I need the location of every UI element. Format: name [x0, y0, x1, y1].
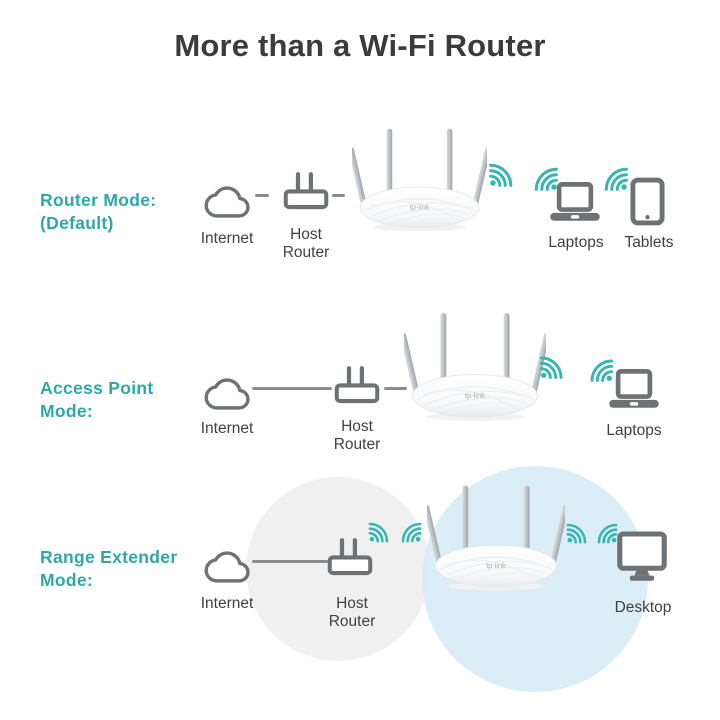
host-router-label: Host Router	[282, 226, 330, 262]
mode-label-line2: Mode:	[40, 570, 94, 591]
internet-cloud-icon	[204, 544, 250, 583]
laptops-label: Laptops	[606, 422, 662, 439]
connection-line	[252, 560, 328, 563]
wifi-signal-icon	[366, 517, 394, 545]
mode-label-line1: Range Extender	[40, 547, 178, 567]
internet-cloud-icon	[204, 179, 250, 218]
mode-label-router: Router Mode: (Default)	[40, 189, 156, 235]
page-title: More than a Wi-Fi Router	[174, 28, 546, 63]
wifi-signal-icon	[537, 350, 569, 382]
host-router-icon	[334, 364, 380, 405]
mode-label-line2: (Default)	[40, 213, 114, 234]
wifi-signal-icon	[564, 518, 592, 546]
tp-link-router-image	[352, 124, 487, 234]
tablet-icon	[629, 177, 666, 226]
host-router-label: Host Router	[328, 595, 376, 631]
wifi-signal-icon	[592, 518, 620, 546]
desktop-label: Desktop	[614, 599, 672, 616]
mode-label-line1: Access Point	[40, 378, 154, 398]
laptops-label: Laptops	[548, 234, 604, 251]
wifi-signal-icon	[598, 161, 631, 194]
internet-label: Internet	[200, 595, 254, 612]
connection-line	[332, 194, 345, 197]
internet-label: Internet	[200, 230, 254, 247]
tablets-label: Tablets	[624, 234, 674, 251]
desktop-icon	[617, 531, 667, 587]
tp-link-router-image	[404, 308, 546, 424]
wifi-signal-icon	[396, 517, 424, 545]
host-router-label: Host Router	[333, 418, 381, 454]
connection-line	[252, 387, 332, 390]
laptop-icon	[547, 182, 603, 225]
host-router-icon	[283, 170, 329, 211]
mode-label-access-point: Access Point Mode:	[40, 377, 154, 423]
internet-label: Internet	[200, 420, 254, 437]
tp-link-router-image	[427, 481, 565, 593]
connection-line	[384, 387, 407, 390]
mode-label-line2: Mode:	[40, 401, 94, 422]
connection-line	[255, 194, 269, 197]
laptop-icon	[606, 369, 662, 412]
mode-label-line1: Router Mode:	[40, 190, 157, 210]
wifi-signal-icon	[486, 157, 519, 190]
internet-cloud-icon	[204, 371, 250, 410]
mode-label-range-extender: Range Extender Mode:	[40, 546, 177, 592]
